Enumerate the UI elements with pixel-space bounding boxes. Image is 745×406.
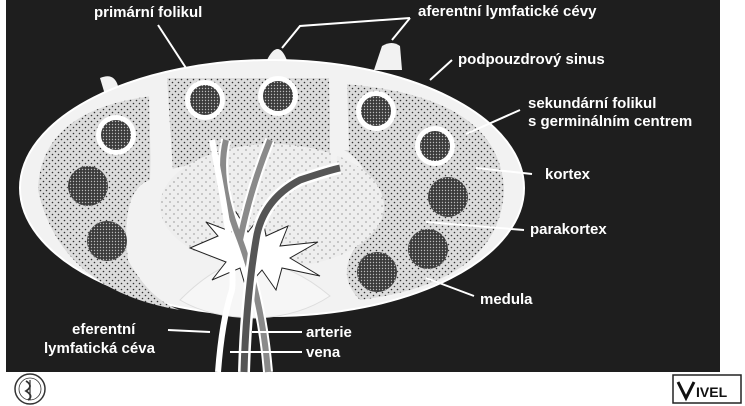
secondary-follicle-right-1 xyxy=(356,91,396,131)
primary-follicle-right-3 xyxy=(428,177,468,217)
label-secondary-follicle-1: sekundární folikul xyxy=(528,95,656,112)
label-afferent-vessels: aferentní lymfatické cévy xyxy=(418,3,597,20)
svg-text:IVEL: IVEL xyxy=(696,384,728,400)
label-subcapsular-sinus: podpouzdrový sinus xyxy=(458,51,605,68)
secondary-follicle-top-1 xyxy=(185,80,225,120)
vivel-logo: IVEL xyxy=(672,374,742,404)
primary-follicle-right-4 xyxy=(408,229,448,269)
secondary-follicle-left-1 xyxy=(96,115,136,155)
secondary-follicle-right-2 xyxy=(415,126,455,166)
secondary-follicle-top-2 xyxy=(258,76,298,116)
label-artery: arterie xyxy=(306,324,352,341)
label-primary-follicle: primární folikul xyxy=(94,4,202,21)
primary-follicle-left-2 xyxy=(68,166,108,206)
label-efferent-2: lymfatická céva xyxy=(44,340,156,357)
label-efferent-1: eferentní xyxy=(72,321,136,338)
primary-follicle-right-5 xyxy=(357,252,397,292)
label-paracortex: parakortex xyxy=(530,221,607,238)
label-cortex: kortex xyxy=(545,166,591,183)
label-vein: vena xyxy=(306,344,341,361)
label-medulla: medula xyxy=(480,291,533,308)
primary-follicle-left-3 xyxy=(87,221,127,261)
label-secondary-follicle-2: s germinálním centrem xyxy=(528,113,692,130)
seal-logo xyxy=(4,372,56,406)
